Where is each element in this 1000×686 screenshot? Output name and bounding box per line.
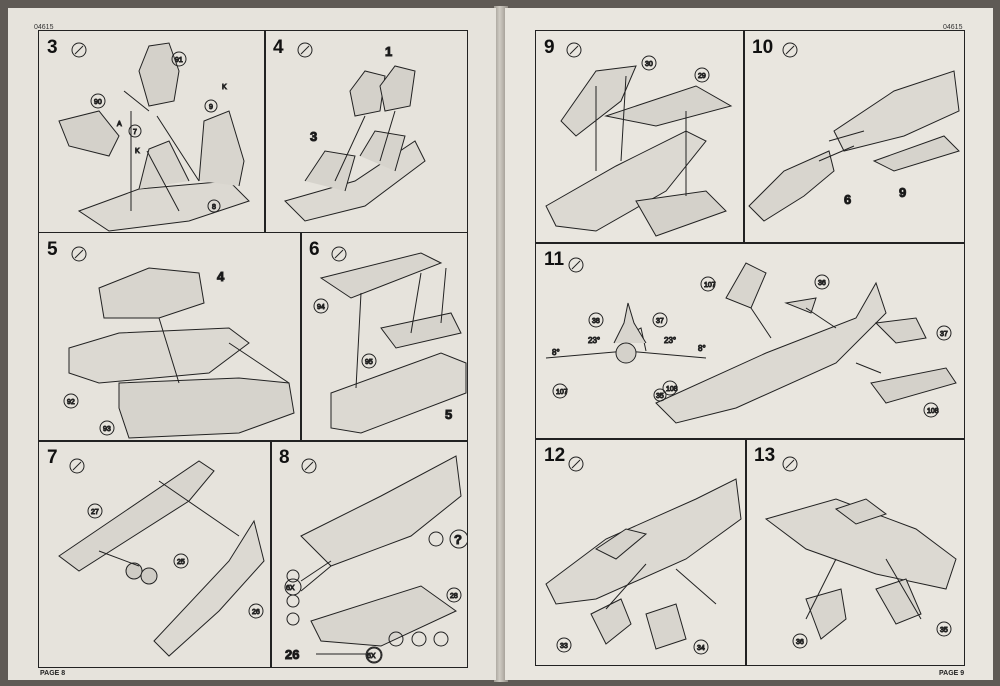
page-footer-left: PAGE 8 <box>40 670 66 677</box>
step-9-panel: 9 30 29 <box>535 30 745 244</box>
page-code-right: 04615 <box>943 24 963 31</box>
step-11-drawing: 107 36 38 37 37 108 35 107 108 8° 23° 23… <box>545 257 957 424</box>
callout-36: 36 <box>818 280 826 287</box>
angle-23-right: 23° <box>664 336 676 345</box>
step-5-panel: 5 4 92 93 <box>38 232 302 442</box>
callout-5: 5 <box>445 407 452 422</box>
svg-text:?: ? <box>454 532 462 547</box>
step-10-panel: 10 6 9 <box>743 30 965 244</box>
step-6-drawing: 94 95 5 <box>313 246 467 434</box>
callout-28: 28 <box>450 593 458 600</box>
callout-9: 9 <box>209 104 213 111</box>
flag-a: A <box>117 121 122 128</box>
step-number: 5 <box>47 239 58 260</box>
callout-37b: 37 <box>940 331 948 338</box>
callout-108: 108 <box>666 386 678 393</box>
callout-107b: 107 <box>556 389 568 396</box>
callout-107: 107 <box>704 282 716 289</box>
callout-35: 35 <box>656 393 664 400</box>
angle-8-left: 8° <box>552 348 560 357</box>
step-number: 3 <box>47 37 58 58</box>
step-number: 11 <box>544 249 565 270</box>
step-4-panel: 4 1 3 <box>264 30 468 233</box>
callout-35: 35 <box>940 627 948 634</box>
page-code-left: 04615 <box>34 24 54 31</box>
step-9-drawing: 30 29 <box>545 42 733 237</box>
right-page: 04615 PAGE 9 9 30 29 10 <box>505 8 993 680</box>
callout-94: 94 <box>317 304 325 311</box>
step-6-panel: 6 94 95 5 <box>300 232 468 442</box>
step-3-panel: 3 91 90 7 9 8 A K K <box>38 30 266 233</box>
callout-92: 92 <box>67 399 75 406</box>
step-12-drawing: 33 34 <box>545 456 742 655</box>
step-12-panel: 12 33 34 <box>535 438 747 666</box>
angle-8-right: 8° <box>698 344 706 353</box>
step-13-panel: 13 36 35 <box>745 438 965 666</box>
step-10-drawing: 6 9 <box>748 42 960 222</box>
question-icon <box>449 529 467 549</box>
step-number: 13 <box>754 445 776 466</box>
step-number: 12 <box>544 445 566 466</box>
callout-6x-b: 6X <box>367 653 376 660</box>
step-number: 6 <box>309 239 320 260</box>
step-13-drawing: 36 35 <box>764 456 957 649</box>
step-number: 9 <box>544 37 555 58</box>
left-page: 04615 PAGE 8 3 91 90 7 9 8 A K K <box>8 8 496 680</box>
callout-3: 3 <box>310 129 317 144</box>
callout-91: 91 <box>175 57 183 64</box>
step-number: 7 <box>47 447 58 468</box>
callout-37a: 37 <box>656 318 664 325</box>
page-footer-right: PAGE 9 <box>939 670 965 677</box>
flag-k2: K <box>222 84 227 91</box>
glue-icon-mark <box>74 45 84 55</box>
step-5-drawing: 4 92 93 <box>63 246 295 439</box>
callout-25: 25 <box>177 559 185 566</box>
glue-icon <box>297 42 313 58</box>
callout-108b: 108 <box>927 408 939 415</box>
callout-90: 90 <box>94 99 102 106</box>
callout-1: 1 <box>385 44 392 59</box>
callout-6x-a: 6X <box>286 585 295 592</box>
callout-7: 7 <box>133 129 137 136</box>
step-8-panel: 8 ? 6X 28 6X 26 <box>270 440 468 668</box>
callout-8: 8 <box>212 204 216 211</box>
callout-95: 95 <box>365 359 373 366</box>
glue-icon <box>71 42 87 58</box>
step-7-drawing: 27 25 26 <box>58 458 265 657</box>
callout-9: 9 <box>899 185 906 200</box>
callout-30: 30 <box>645 61 653 68</box>
step-number: 4 <box>273 37 284 58</box>
step-7-panel: 7 27 25 26 <box>38 440 272 668</box>
callout-27: 27 <box>91 509 99 516</box>
warning-icon <box>428 531 444 547</box>
step-3-drawing: 91 90 7 9 8 A K K <box>58 42 250 232</box>
angle-23-left: 23° <box>588 336 600 345</box>
callout-33: 33 <box>560 643 568 650</box>
step-number: 8 <box>279 447 290 468</box>
callout-26: 26 <box>285 647 299 662</box>
callout-4: 4 <box>217 269 225 284</box>
callout-29: 29 <box>698 73 706 80</box>
callout-26: 26 <box>252 609 260 616</box>
step-4-drawing: 1 3 <box>284 42 426 222</box>
callout-36: 36 <box>796 639 804 646</box>
callout-38: 38 <box>592 318 600 325</box>
step-11-panel: 11 107 36 38 37 37 108 35 107 1 <box>535 242 965 440</box>
page-gutter <box>494 6 508 682</box>
callout-6: 6 <box>844 192 851 207</box>
step-8-drawing: ? 6X 28 6X 26 <box>284 455 467 664</box>
callout-34: 34 <box>697 645 705 652</box>
step-number: 10 <box>752 37 774 58</box>
callout-93: 93 <box>103 426 111 433</box>
flag-k1: K <box>135 148 140 155</box>
